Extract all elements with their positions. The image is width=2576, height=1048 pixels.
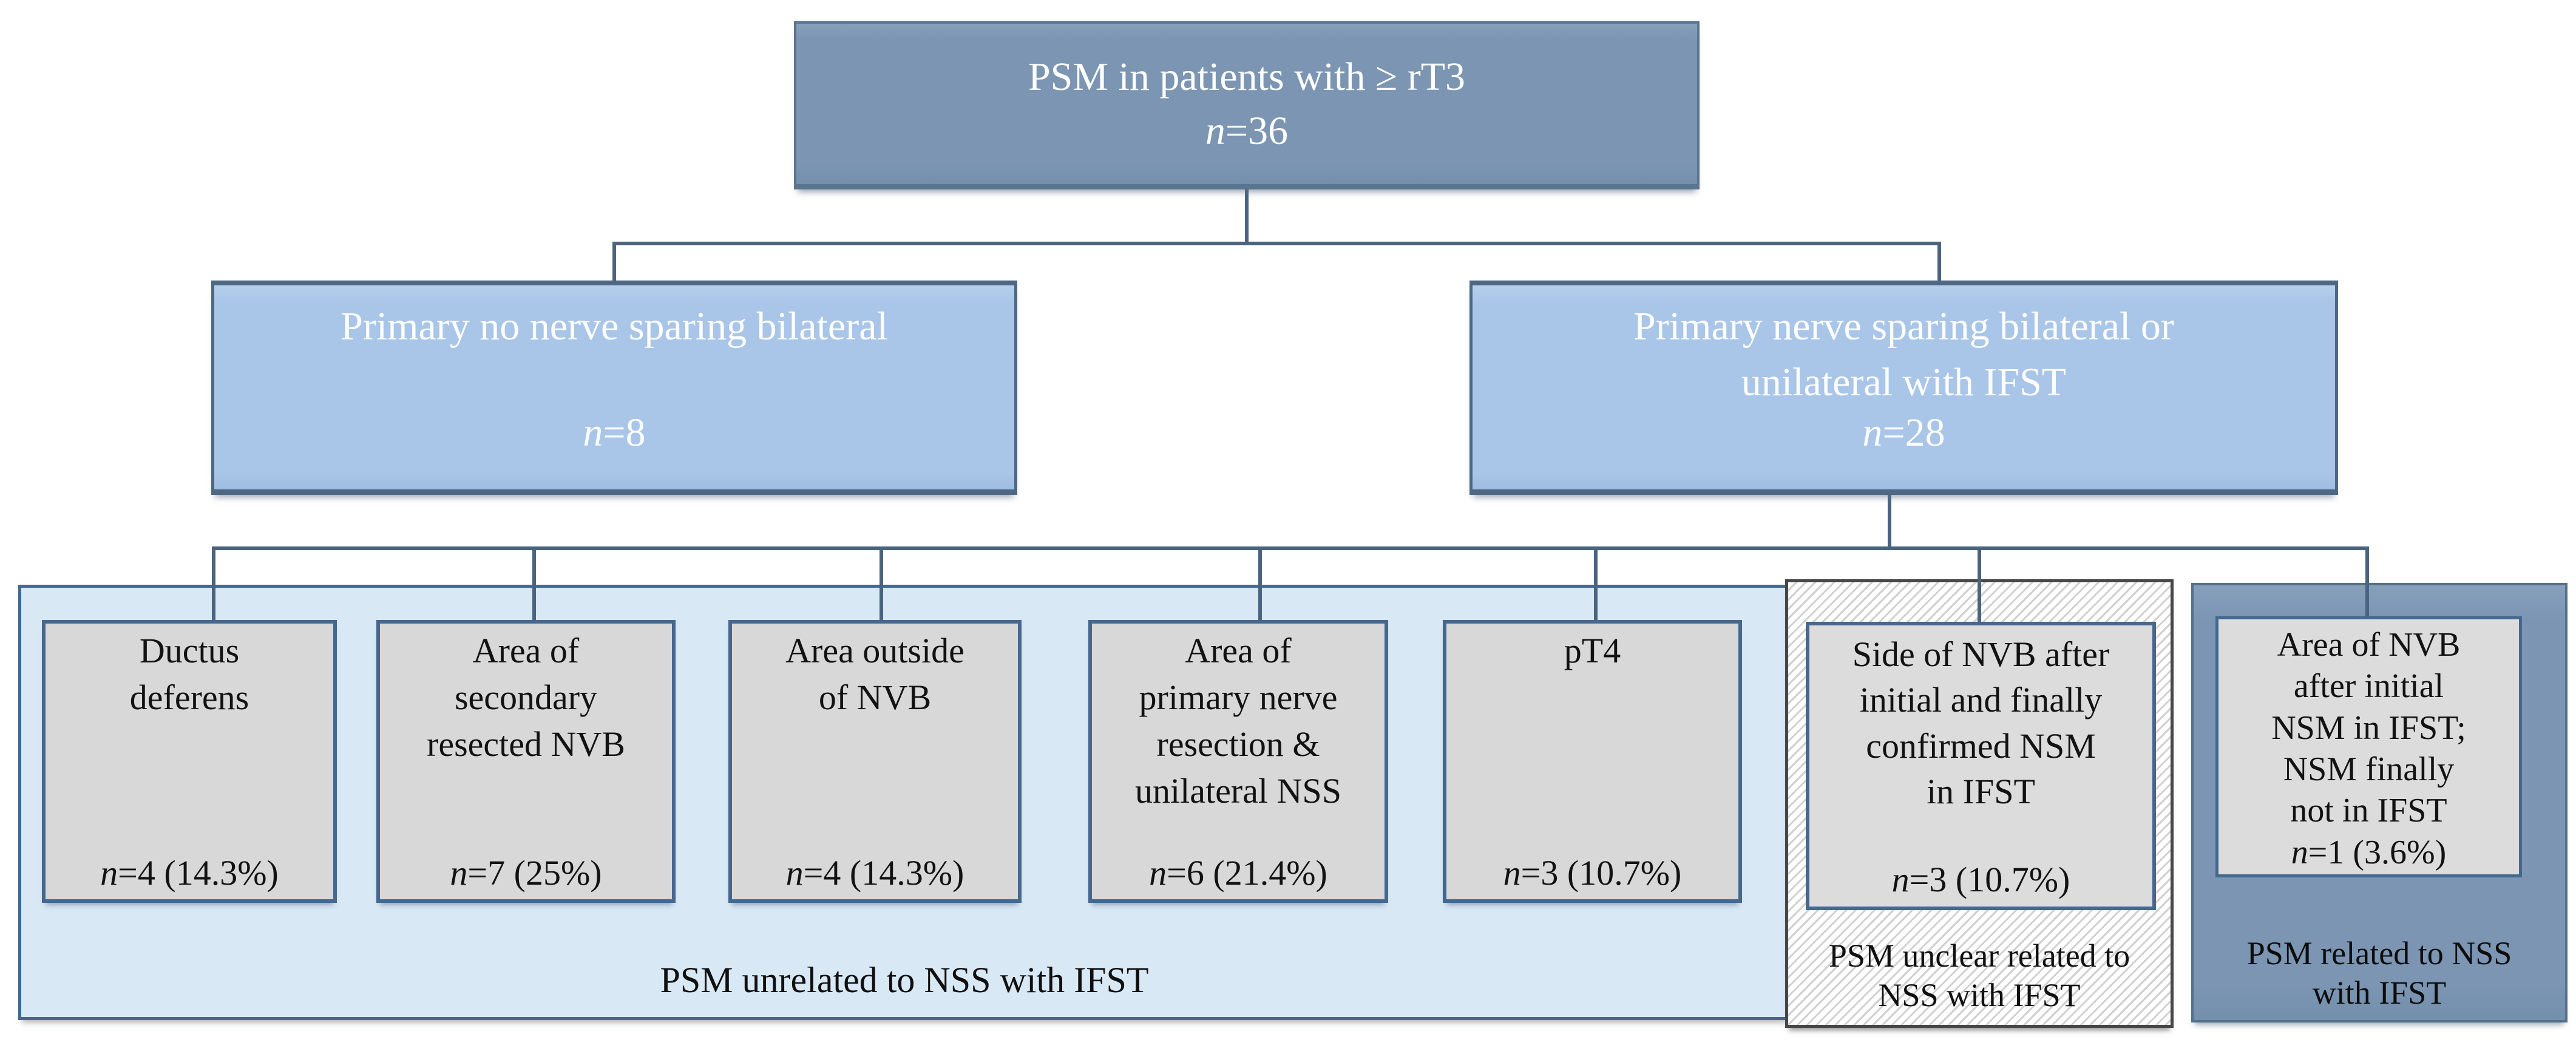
node-title: Primary no nerve sparing bilateral (341, 304, 888, 349)
count-label: n=7 (25%) (380, 852, 672, 893)
child-box-side-of-nvb-nsm-ifst: Side of NVB after initial and finally co… (1806, 622, 2156, 910)
node-title: Area of secondary resected NVB (427, 631, 625, 764)
count-value: =4 (14.3%) (803, 853, 964, 893)
count-label: n=3 (10.7%) (1809, 859, 2152, 900)
node-title: Primary nerve sparing bilateral or unila… (1633, 304, 2174, 405)
count-value: =6 (21.4%) (1167, 853, 1327, 893)
unrelated-group-caption: PSM unrelated to NSS with IFST (660, 960, 1149, 1000)
n-symbol: n (2291, 833, 2308, 871)
count-value: =7 (25%) (467, 853, 602, 893)
node-title: Area of primary nerve resection & unilat… (1135, 631, 1341, 811)
count-value: =3 (10.7%) (1520, 853, 1682, 893)
node-title: pT4 (1564, 631, 1621, 670)
node-title: Side of NVB after initial and finally co… (1852, 635, 2110, 812)
count-value: =4 (14.3%) (118, 853, 279, 893)
count-label: n=28 (1473, 410, 2335, 456)
node-title: Ductus deferens (129, 631, 249, 718)
node-title: Area of NVB after initial NSM in IFST; N… (2271, 626, 2466, 830)
child-box-area-of-nvb-nsm-ifst: Area of NVB after initial NSM in IFST; N… (2215, 616, 2522, 877)
count-value: =1 (3.6%) (2308, 833, 2447, 871)
n-symbol: n (1149, 853, 1167, 893)
count-value: =36 (1225, 109, 1289, 153)
n-symbol: n (785, 853, 804, 893)
n-symbol: n (583, 410, 603, 455)
node-title: PSM in patients with ≥ rT3 (1028, 54, 1466, 99)
count-label: n=36 (796, 104, 1697, 158)
child-box-pt4: pT4 n=3 (10.7%) (1443, 620, 1742, 903)
n-symbol: n (1205, 109, 1225, 153)
count-value: =3 (10.7%) (1909, 860, 2070, 899)
child-box-area-outside-nvb: Area outside of NVB n=4 (14.3%) (728, 620, 1022, 903)
n-symbol: n (1503, 853, 1521, 893)
count-label: n=8 (214, 410, 1014, 456)
count-label: n=4 (14.3%) (732, 852, 1018, 893)
count-label: n=6 (21.4%) (1092, 852, 1385, 893)
count-label: n=4 (14.3%) (46, 852, 333, 893)
related-group-caption: PSM related to NSS with IFST (2246, 935, 2512, 1011)
branch-nerve-sparing-box: Primary nerve sparing bilateral or unila… (1469, 281, 2338, 495)
child-box-secondary-resected-nvb: Area of secondary resected NVB n=7 (25%) (376, 620, 676, 903)
branch-no-nerve-sparing-box: Primary no nerve sparing bilateral n=8 (211, 281, 1017, 495)
count-label: n=1 (3.6%) (2218, 832, 2519, 873)
n-symbol: n (1891, 860, 1910, 899)
root-node-box: PSM in patients with ≥ rT3 n=36 (794, 21, 1700, 189)
n-symbol: n (450, 853, 468, 893)
count-value: =8 (603, 410, 646, 455)
child-box-primary-nerve-resection: Area of primary nerve resection & unilat… (1088, 620, 1388, 903)
child-box-ductus-deferens: Ductus deferens n=4 (14.3%) (42, 620, 337, 903)
n-symbol: n (100, 853, 118, 893)
count-value: =28 (1882, 410, 1945, 455)
n-symbol: n (1862, 410, 1883, 455)
node-title: Area outside of NVB (785, 631, 964, 718)
unclear-group-caption: PSM unclear related to NSS with IFST (1828, 937, 2130, 1013)
count-label: n=3 (10.7%) (1446, 852, 1738, 893)
